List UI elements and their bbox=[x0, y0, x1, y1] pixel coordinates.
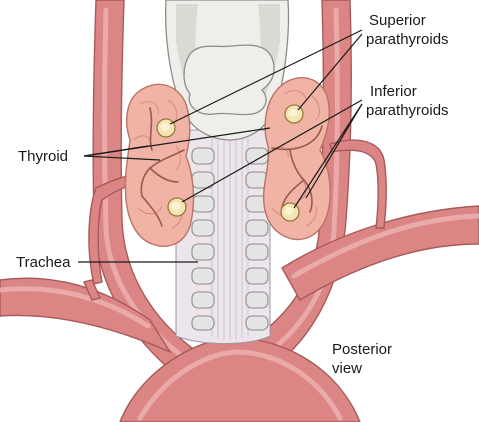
label-view: Posterior view bbox=[332, 341, 396, 377]
label-inferior-parathyroids: Inferior parathyroids bbox=[366, 83, 449, 119]
label-superior-parathyroids: Superior parathyroids bbox=[366, 12, 449, 48]
parathyroid-superior-left bbox=[157, 119, 175, 137]
parathyroid-inferior-right bbox=[281, 203, 299, 221]
thyroid-left-lobe bbox=[125, 84, 193, 246]
label-thyroid: Thyroid bbox=[18, 148, 68, 165]
label-trachea: Trachea bbox=[16, 254, 71, 271]
